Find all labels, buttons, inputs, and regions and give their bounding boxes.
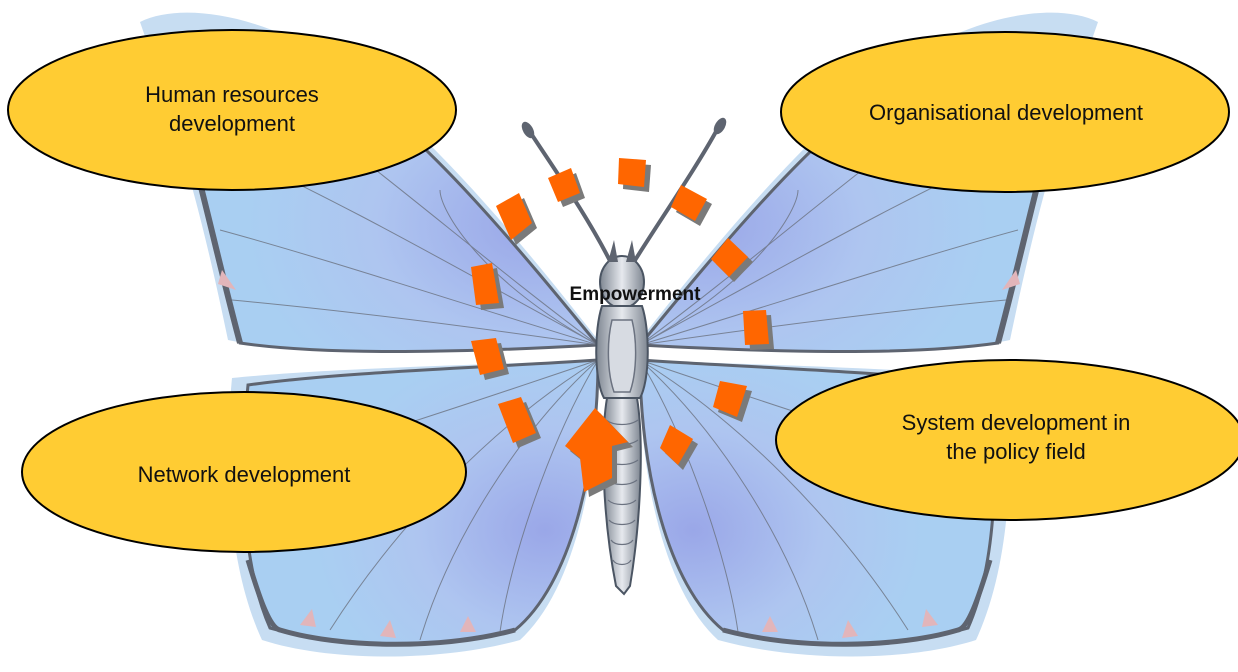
node-bottom-right-line-2: the policy field — [946, 439, 1086, 464]
node-top-left-shape — [7, 29, 457, 191]
center-label: Empowerment — [569, 283, 701, 305]
node-bottom-left-line-1: Network development — [137, 461, 351, 487]
node-top-right-shape — [780, 31, 1230, 193]
circular-arrow-icon — [471, 158, 774, 497]
node-bottom-right-line-1: System development in — [901, 410, 1131, 436]
node-top-left-label: Human resources development — [40, 70, 424, 150]
node-bottom-left-label: Network development — [52, 452, 436, 498]
node-top-left-line-1: Human resources — [145, 82, 319, 108]
node-bottom-left-shape — [21, 391, 467, 553]
node-top-right-label: Organisational development — [800, 90, 1212, 136]
node-bottom-right-shape — [775, 359, 1238, 521]
node-top-right-line-1: Organisational development — [869, 99, 1143, 125]
butterfly-body — [595, 240, 649, 596]
node-top-left-line-2: development — [169, 111, 295, 136]
node-bottom-right-label: System development in the policy field — [816, 398, 1216, 478]
